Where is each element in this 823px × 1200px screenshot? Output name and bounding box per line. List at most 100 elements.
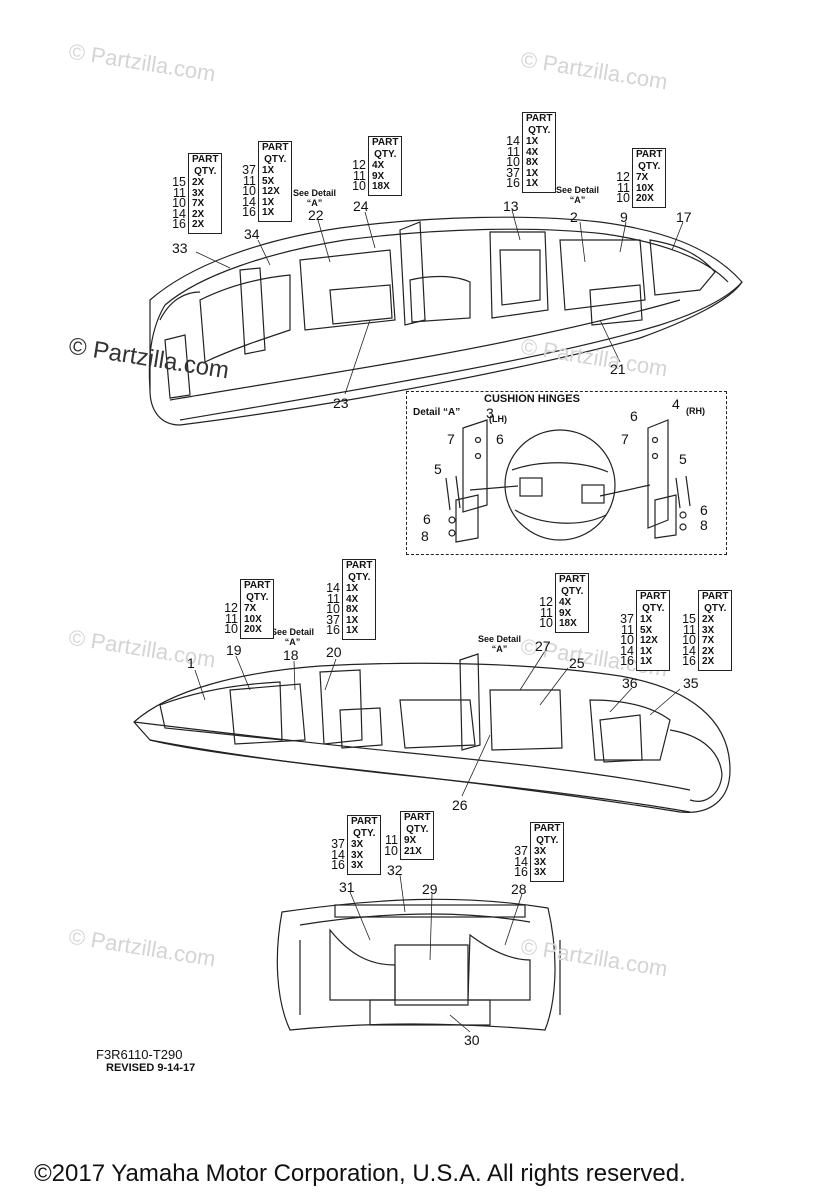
ref-number: 10 [620,633,634,647]
ref-number: 10 [326,602,340,616]
ref-number: 12 [539,595,553,609]
qty-table-header: QTY. [536,834,559,846]
qty-value: 4X [346,593,359,605]
see-detail-text: See Detail [293,188,337,198]
part-callout: 34 [244,226,260,242]
qty-value: 2X [702,645,715,657]
lh-suffix: (LH) [489,414,507,424]
qty-table-header: PART [262,142,289,153]
qty-value: 4X [372,160,385,171]
qty-table-header: QTY. [246,591,269,603]
ref-number: 14 [172,206,186,221]
see-detail-ref: “A” [284,637,301,647]
lower-boat-hull [133,653,731,813]
ref-number: 14 [506,134,520,148]
qty-value: 1X [262,165,275,176]
part-callout: 3 [486,405,494,421]
qty-value: 4X [559,597,572,608]
see-detail-note: See Detail“A” [271,627,314,647]
storage-leader-lines [349,874,523,1033]
ref-number: 15 [172,175,186,189]
ref-number: 16 [331,858,345,872]
part-callout: 2 [570,209,578,225]
ref-number: 10 [352,179,366,193]
qty-table-header: QTY. [638,160,661,172]
qty-value: 7X [244,603,257,614]
ref-number: 14 [620,643,634,658]
part-callout: 19 [226,642,242,658]
part-callout: 32 [387,862,403,878]
qty-value: 2X [192,208,205,220]
qty-value: 12X [262,186,280,197]
copyright-notice: ©2017 Yamaha Motor Corporation, U.S.A. A… [34,1160,686,1187]
ref-number: 10 [224,622,238,636]
qty-value: 1X [640,614,653,625]
detail-a-frame [406,391,727,555]
qty-value: 1X [262,207,275,218]
qty-value: 7X [192,198,205,209]
qty-value: 2X [702,656,715,667]
ref-number: 10 [506,155,520,169]
part-callout: 24 [353,198,369,214]
qty-value: 3X [534,867,547,878]
ref-number: 37 [506,165,520,180]
part-callout: 36 [622,675,638,691]
ref-number: 11 [173,185,186,200]
qty-value: 12X [640,635,658,646]
qty-value: 4X [526,146,539,158]
qty-table-header: PART [636,149,663,160]
part-callout: 17 [676,209,692,225]
see-detail-ref: “A” [569,195,586,205]
qty-value: 3X [534,846,547,857]
ref-number: 16 [506,176,520,190]
qty-value: 7X [636,172,649,183]
see-detail-text: See Detail [478,634,522,644]
qty-table-header: PART [372,137,399,148]
qty-table-header: PART [526,113,553,124]
qty-table-header: PART [559,574,586,585]
see-detail-note: See Detail“A” [293,188,336,208]
qty-table-header: QTY. [348,571,371,583]
part-callout: 26 [452,797,468,813]
qty-table-header: QTY. [406,823,429,835]
part-callout: 13 [503,198,519,214]
qty-value: 5X [640,624,653,636]
revision-note: REVISED 9-14-17 [106,1062,196,1074]
see-detail-ref: “A” [306,198,323,208]
ref-number: 11 [225,611,238,626]
ref-number: 37 [331,837,345,851]
qty-value: 1X [346,583,359,594]
qty-table-header: PART [244,580,271,591]
ref-number: 14 [326,581,340,595]
part-callout: 29 [422,881,438,897]
ref-number: 11 [540,605,553,620]
qty-value: 20X [244,624,262,635]
ref-number: 11 [353,168,366,183]
part-callout: 7 [447,431,455,447]
qty-value: 3X [351,839,364,850]
part-callout: 5 [434,461,442,477]
see-detail-ref: “A” [491,644,508,654]
qty-table-header: PART [192,154,219,165]
qty-value: 7X [702,635,715,646]
ref-number: 37 [620,612,634,626]
detail-label: Detail “A” [413,407,461,418]
qty-value: 1X [346,625,359,636]
qty-value: 3X [192,187,205,199]
ref-number: 11 [617,180,630,195]
qty-value: 2X [192,177,205,188]
part-callout: 23 [333,395,349,411]
